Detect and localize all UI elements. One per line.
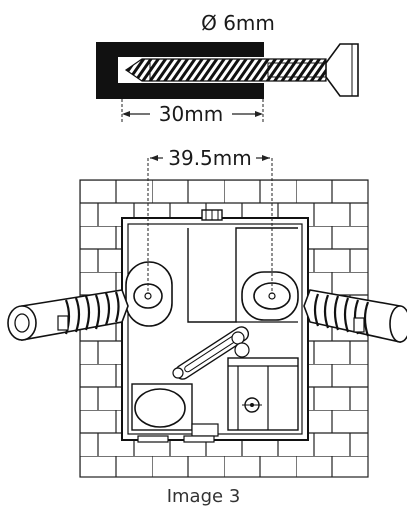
screw-head: [325, 43, 359, 97]
back-box: [121, 209, 309, 443]
depth-label: 30mm: [159, 102, 223, 126]
diameter-label: Ø 6mm: [201, 11, 275, 35]
right-wall-plug: [303, 289, 407, 343]
figure-caption: Image 3: [166, 486, 241, 507]
spacing-label: 39.5mm: [168, 146, 252, 170]
cable-clamp: [172, 326, 250, 380]
hole-spacing-dimension: 39.5mm: [150, 146, 270, 170]
plug-cross-section: Ø 6mm 30mm: [96, 11, 359, 126]
left-wall-plug: [7, 289, 129, 341]
